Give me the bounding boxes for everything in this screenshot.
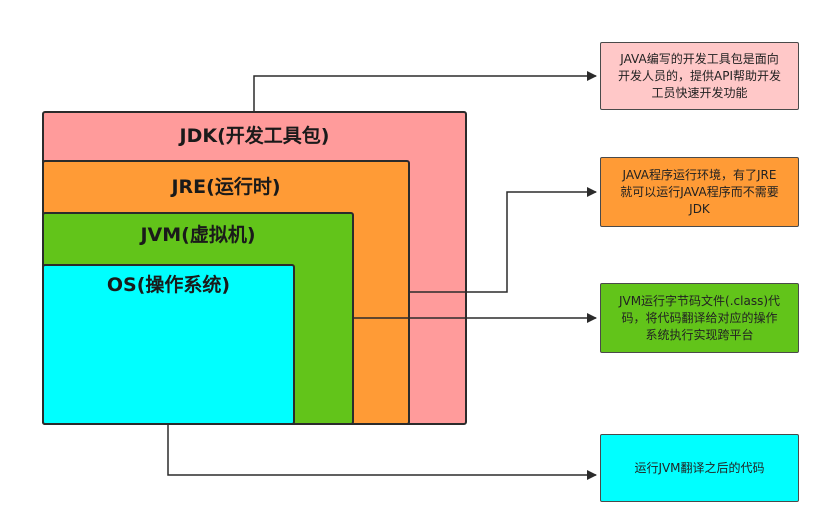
os-connector-arrow (167, 425, 597, 480)
os-box: OS(操作系统) (42, 264, 295, 425)
jre-title: JRE(运行时) (171, 176, 281, 198)
jdk-connector-arrow (253, 71, 597, 111)
jdk-note-text: JAVA编写的开发工具包是面向 开发人员的，提供API帮助开发 工员快速开发功能 (618, 51, 781, 100)
os-title: OS(操作系统) (106, 274, 231, 296)
jre-connector-arrow (410, 187, 597, 293)
jvm-note: JVM运行字节码文件(.class)代 码，将代码翻译给对应的操作 系统执行实现… (600, 283, 799, 353)
os-note: 运行JVM翻译之后的代码 (600, 434, 799, 502)
jvm-note-text: JVM运行字节码文件(.class)代 码，将代码翻译给对应的操作 系统执行实现… (618, 293, 781, 342)
jdk-note: JAVA编写的开发工具包是面向 开发人员的，提供API帮助开发 工员快速开发功能 (600, 42, 799, 110)
jdk-title: JDK(开发工具包) (179, 125, 330, 147)
jvm-title: JVM(虚拟机) (140, 224, 256, 246)
jre-note: JAVA程序运行环境，有了JRE 就可以运行JAVA程序而不需要 JDK (600, 157, 799, 227)
jre-note-text: JAVA程序运行环境，有了JRE 就可以运行JAVA程序而不需要 JDK (620, 167, 779, 216)
os-note-text: 运行JVM翻译之后的代码 (634, 460, 765, 475)
